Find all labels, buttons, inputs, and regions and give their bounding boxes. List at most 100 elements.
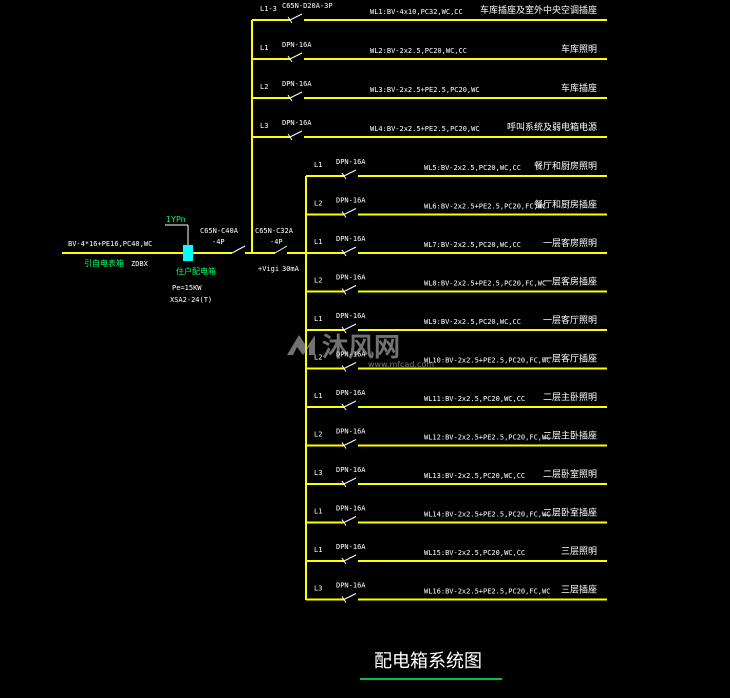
- breaker-contact: [343, 477, 357, 485]
- main-breaker-contact: [231, 245, 246, 254]
- circuit-cable: WL14:BV-2x2.5+PE2.5,PC20,FC,WC: [424, 511, 550, 519]
- circuit-phase: L2: [314, 354, 322, 362]
- circuit-phase: L1: [314, 392, 322, 400]
- circuit-description: 二层卧室插座: [543, 507, 597, 519]
- circuit-description: 二层主卧照明: [543, 391, 597, 403]
- lower-circuit-1: L1 DPN-16A WL5:BV-2x2.5,PC20,WC,CC 餐厅和厨房照明: [306, 158, 607, 180]
- main-breaker-poles: -4P: [212, 238, 225, 246]
- circuit-breaker: DPN-16A: [336, 274, 366, 282]
- circuit-cable: WL10:BV-2x2.5+PE2.5,PC20,FC,WC: [424, 357, 550, 365]
- distribution-box-device: [183, 245, 193, 261]
- rcd-contact: [274, 245, 288, 254]
- breaker-contact: [289, 91, 303, 99]
- circuit-breaker: DPN-16A: [336, 466, 366, 474]
- circuit-phase: L1: [314, 315, 322, 323]
- circuit-breaker: DPN-16A: [336, 505, 366, 513]
- lower-circuit-11: L1 DPN-16A WL15:BV-2x2.5,PC20,WC,CC 三层照明: [306, 543, 607, 565]
- circuit-phase: L1: [260, 44, 268, 52]
- lower-circuit-10: L1 DPN-16A WL14:BV-2x2.5+PE2.5,PC20,FC,WC二…: [306, 505, 607, 526]
- circuit-description: 车库照明: [561, 43, 597, 55]
- circuit-breaker: DPN-16A: [336, 197, 366, 205]
- circuit-description: 一层客厅照明: [543, 314, 597, 326]
- circuit-cable: WL6:BV-2x2.5+PE2.5,PC20,FC,WC: [424, 203, 546, 211]
- circuit-cable: WL15:BV-2x2.5,PC20,WC,CC: [424, 549, 525, 557]
- watermark-url: www.mfcad.com: [368, 360, 434, 369]
- circuit-breaker: DPN-16A: [336, 312, 366, 320]
- circuit-phase: L2: [314, 277, 322, 285]
- breaker-contact: [289, 130, 303, 138]
- breaker-contact: [343, 246, 357, 254]
- circuit-phase: L1: [314, 161, 322, 169]
- circuit-phase: L2: [260, 83, 268, 91]
- watermark-brand: 沐风网: [322, 333, 400, 363]
- circuit-cable: WL1:BV-4x10,PC32,WC,CC: [370, 8, 463, 16]
- circuit-phase: L3: [314, 585, 322, 593]
- circuit-cable: WL2:BV-2x2.5,PC20,WC,CC: [370, 47, 467, 55]
- circuit-phase: L3: [260, 122, 268, 130]
- circuit-breaker: DPN-16A: [336, 158, 366, 166]
- watermark: 沐风网 www.mfcad.com: [287, 333, 434, 369]
- breaker-mark: [287, 16, 293, 24]
- circuit-breaker: DPN-16A: [336, 235, 366, 243]
- meter-tag-label: ZDBX: [131, 260, 149, 268]
- circuit-phase: L1-3: [260, 5, 277, 13]
- circuit-description: 车库插座及室外中央空调插座: [480, 4, 597, 16]
- circuit-description: 餐厅和厨房照明: [534, 160, 597, 172]
- circuit-phase: L1: [314, 546, 322, 554]
- circuit-breaker: DPN-16A: [336, 351, 366, 359]
- breaker-mark: [287, 55, 293, 63]
- breaker-mark: [341, 288, 347, 295]
- circuit-cable: WL7:BV-2x2.5,PC20,WC,CC: [424, 241, 521, 249]
- breaker-mark: [341, 596, 347, 603]
- ground-tag-label: 1YPn: [166, 215, 186, 224]
- circuit-breaker: DPN-16A: [282, 80, 312, 88]
- circuit-breaker: DPN-16A: [282, 119, 312, 127]
- box-model-label: XSA2-24(T): [170, 296, 212, 304]
- breaker-mark: [287, 94, 293, 102]
- circuit-breaker: DPN-16A: [336, 428, 366, 436]
- circuit-cable: WL5:BV-2x2.5,PC20,WC,CC: [424, 164, 521, 172]
- circuit-description: 餐厅和厨房插座: [534, 199, 597, 211]
- breaker-mark: [341, 480, 347, 488]
- breaker-mark: [341, 249, 347, 257]
- breaker-mark: [341, 403, 347, 411]
- circuit-cable: WL3:BV-2x2.5+PE2.5,PC20,WC: [370, 86, 480, 94]
- diagram-title: 配电箱系统图: [374, 651, 482, 672]
- circuit-phase: L3: [314, 469, 322, 477]
- breaker-contact: [289, 13, 303, 21]
- lower-circuit-6: L2 DPN-16A WL10:BV-2x2.5+PE2.5,PC20,FC,WC一…: [306, 351, 607, 372]
- circuit-phase: L1: [314, 238, 322, 246]
- circuit-cable: WL8:BV-2x2.5+PE2.5,PC20,FC,WC: [424, 280, 546, 288]
- circuit-description: 车库插座: [561, 82, 597, 94]
- circuit-description: 三层插座: [561, 584, 597, 596]
- breaker-contact: [343, 400, 357, 408]
- circuit-breaker: DPN-16A: [336, 543, 366, 551]
- circuit-description: 二层主卧插座: [543, 430, 597, 442]
- circuit-cable: WL13:BV-2x2.5,PC20,WC,CC: [424, 472, 525, 480]
- circuit-description: 三层照明: [561, 546, 597, 557]
- circuit-cable: WL4:BV-2x2.5+PE2.5,PC20,WC: [370, 125, 480, 133]
- breaker-mark: [341, 172, 347, 180]
- circuit-breaker: DPN-16A: [336, 582, 366, 590]
- circuit-phase: L1: [314, 508, 322, 516]
- breaker-contact: [343, 323, 357, 331]
- circuit-cable: WL11:BV-2x2.5,PC20,WC,CC: [424, 395, 525, 403]
- circuit-description: 一层客厅插座: [543, 353, 597, 365]
- breaker-mark: [341, 557, 347, 565]
- breaker-contact: [343, 362, 357, 369]
- circuit-breaker: DPN-16A: [282, 41, 312, 49]
- breaker-contact: [343, 285, 357, 292]
- circuit-phase: L2: [314, 431, 322, 439]
- breaker-contact: [289, 52, 303, 60]
- upper-circuit-3: L2 DPN-16A WL3:BV-2x2.5+PE2.5,PC20,WC 车库插座: [252, 80, 607, 102]
- rcd-poles: -4P: [270, 238, 283, 246]
- rcd-breaker: C65N-C32A -4P +Vigi 30mA: [252, 227, 306, 273]
